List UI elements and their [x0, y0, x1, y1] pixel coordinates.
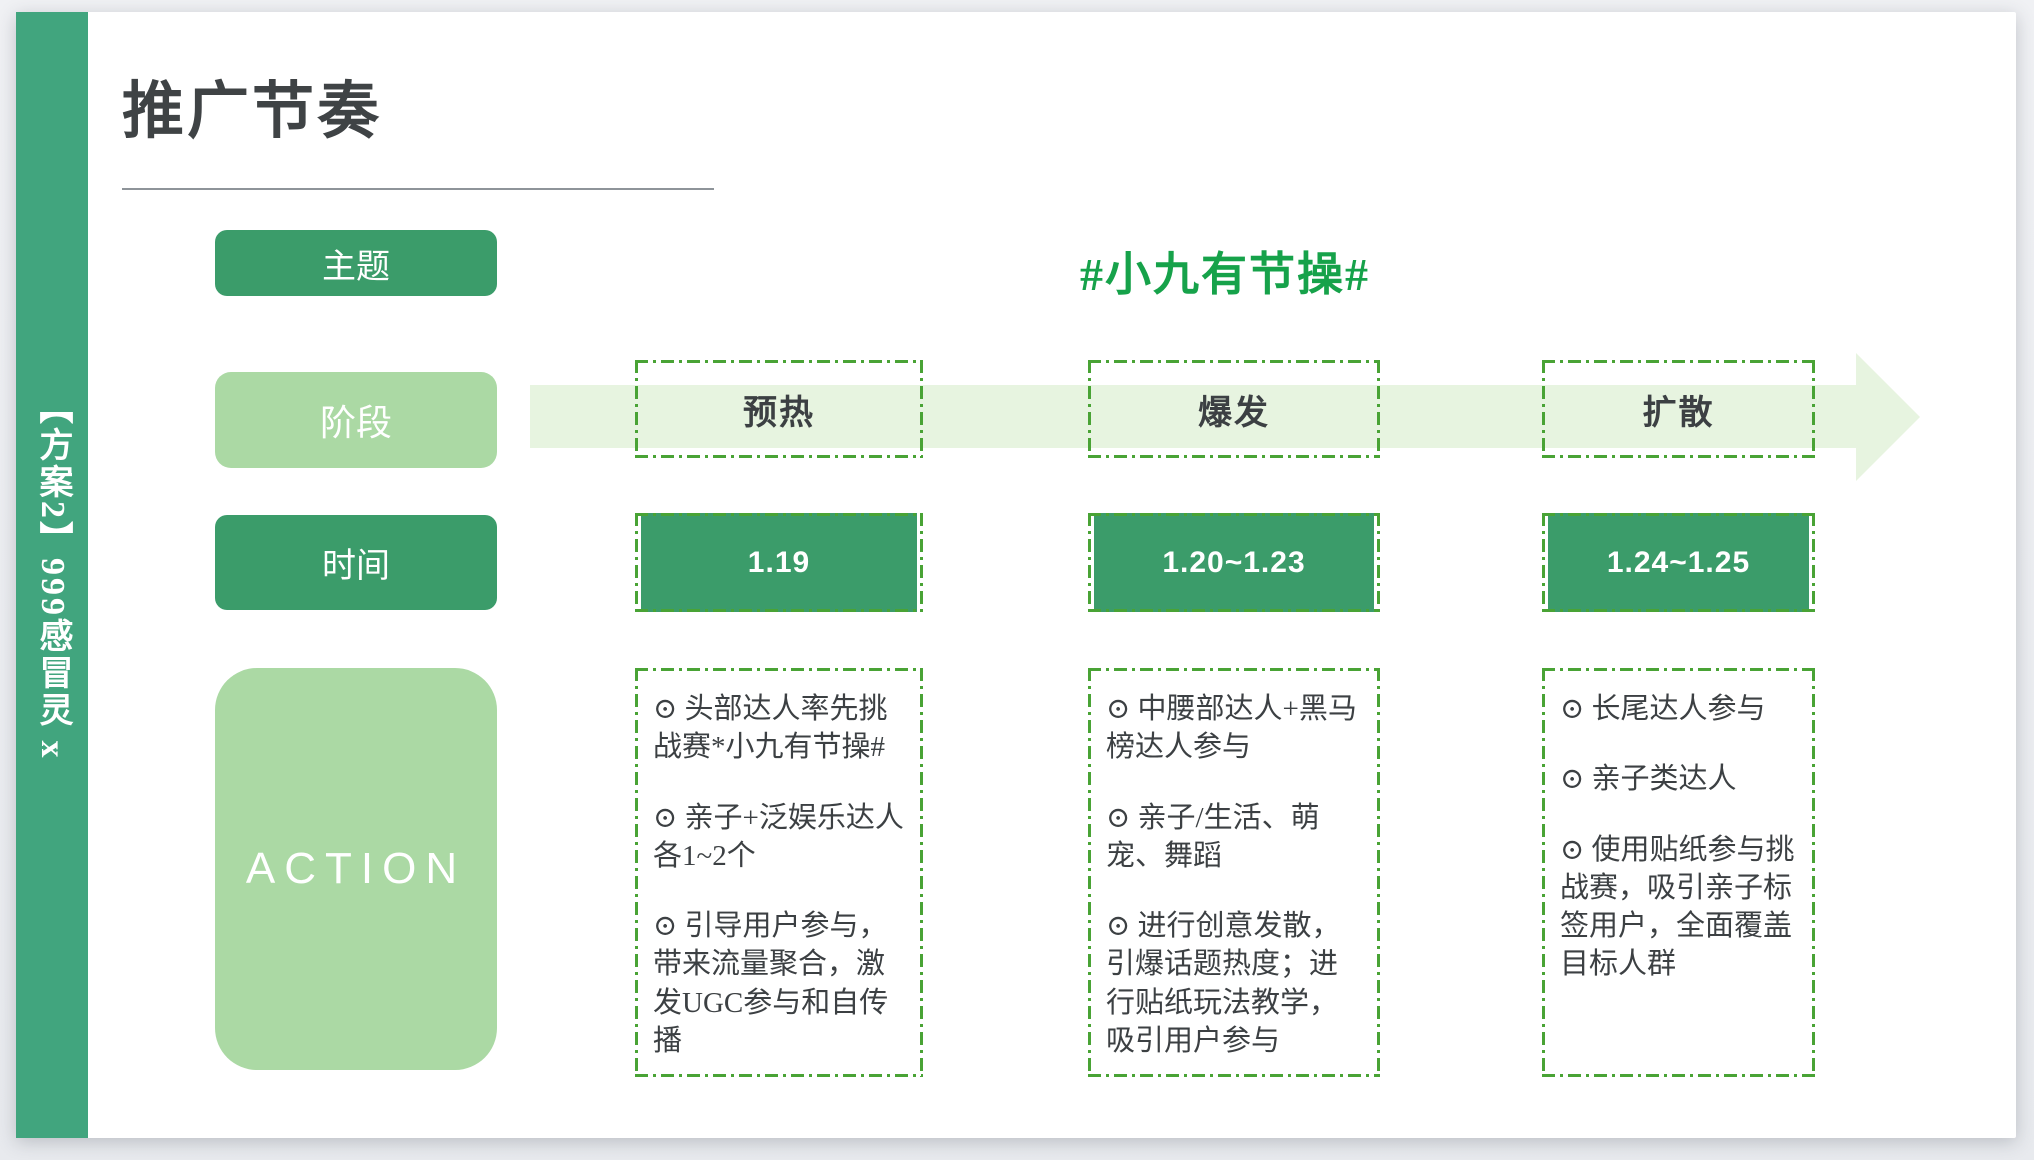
date-box-2: 1.20~1.23: [1088, 513, 1380, 612]
phase-box-2: 爆发: [1088, 360, 1380, 458]
action-box-2: ⊙ 中腰部达人+黑马榜达人参与 ⊙ 亲子/生活、萌宠、舞蹈 ⊙ 进行创意发散，引…: [1088, 668, 1380, 1077]
date-box-3: 1.24~1.25: [1542, 513, 1815, 612]
time-row-label: 时间: [215, 515, 497, 610]
sidebar-brand-band: 【方案2】999感冒灵 x: [16, 12, 88, 1138]
phase-row-label: 阶段: [215, 372, 497, 468]
phase-box-3: 扩散: [1542, 360, 1815, 458]
phase-box-1: 预热: [635, 360, 923, 458]
timeline-arrowhead-icon: [1856, 353, 1920, 481]
action-item: ⊙ 进行创意发散，引爆话题热度；进行贴纸玩法教学，吸引用户参与: [1106, 910, 1341, 1057]
action-item: ⊙ 长尾达人参与: [1560, 693, 1766, 725]
action-item: ⊙ 亲子/生活、萌宠、舞蹈: [1106, 801, 1320, 872]
action-item: ⊙ 使用贴纸参与挑战赛，吸引亲子标签用户，全面覆盖目标人群: [1560, 833, 1795, 981]
date-box-1: 1.19: [635, 513, 923, 612]
campaign-hashtag: #小九有节操#: [1080, 249, 1370, 300]
action-row-label: ACTION: [215, 668, 497, 1070]
action-item: ⊙ 中腰部达人+黑马榜达人参与: [1106, 693, 1357, 764]
sidebar-vertical-label: 【方案2】999感冒灵 x: [34, 389, 71, 761]
title-underline: [122, 188, 714, 190]
slide-page: 【方案2】999感冒灵 x 推广节奏 主题 #小九有节操# 阶段 预热 爆发 扩…: [16, 12, 2016, 1138]
action-item: ⊙ 亲子类达人: [1560, 763, 1737, 796]
action-box-3: ⊙ 长尾达人参与 ⊙ 亲子类达人 ⊙ 使用贴纸参与挑战赛，吸引亲子标签用户，全面…: [1542, 668, 1815, 1077]
action-item: ⊙ 亲子+泛娱乐达人各1~2个: [653, 801, 904, 872]
theme-row-label: 主题: [215, 230, 497, 296]
page-title: 推广节奏: [122, 78, 383, 146]
action-item: ⊙ 引导用户参与，带来流量聚合，激发UGC参与和自传播: [653, 910, 889, 1057]
action-item: ⊙ 头部达人率先挑战赛*小九有节操#: [653, 693, 888, 764]
action-box-1: ⊙ 头部达人率先挑战赛*小九有节操# ⊙ 亲子+泛娱乐达人各1~2个 ⊙ 引导用…: [635, 668, 923, 1077]
